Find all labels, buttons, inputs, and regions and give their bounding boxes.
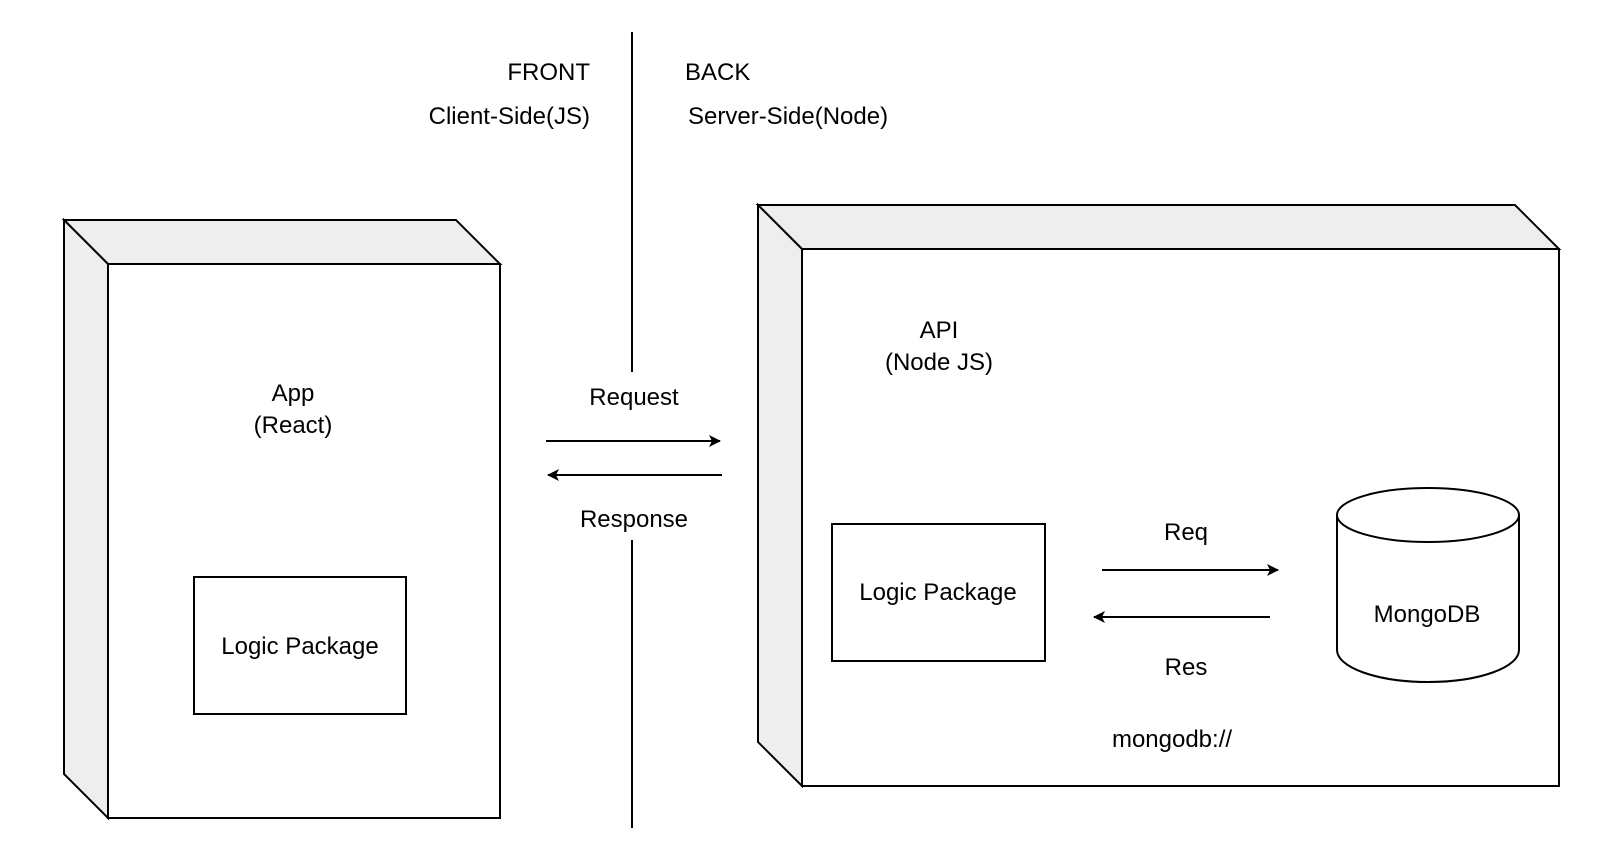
res-label: Res [1165,654,1208,681]
front-node [61,217,503,821]
database-cylinder-icon [1336,487,1520,683]
back-node-title: API [920,317,959,344]
front-node-side-face [63,217,109,821]
server-side-label: Server-Side(Node) [688,103,888,130]
back-node-side-face [757,202,803,789]
back-node-top-face [755,204,1562,250]
front-label: FRONT [507,59,590,86]
front-node-subtitle: (React) [254,412,333,439]
connection-string-label: mongodb:// [1112,726,1232,753]
back-logic-package-box [831,523,1046,662]
req-label: Req [1164,519,1208,546]
request-label: Request [589,384,679,411]
front-node-front-face [107,263,501,819]
response-label: Response [580,506,688,533]
front-node-title: App [272,380,315,407]
front-logic-package-label: Logic Package [221,633,378,660]
back-label: BACK [685,59,750,86]
back-logic-package-label: Logic Package [859,579,1016,606]
back-node-subtitle: (Node JS) [885,349,993,376]
front-logic-package-box [193,576,407,715]
client-side-label: Client-Side(JS) [429,103,590,130]
front-node-top-face [61,219,503,265]
database-label: MongoDB [1374,601,1481,628]
